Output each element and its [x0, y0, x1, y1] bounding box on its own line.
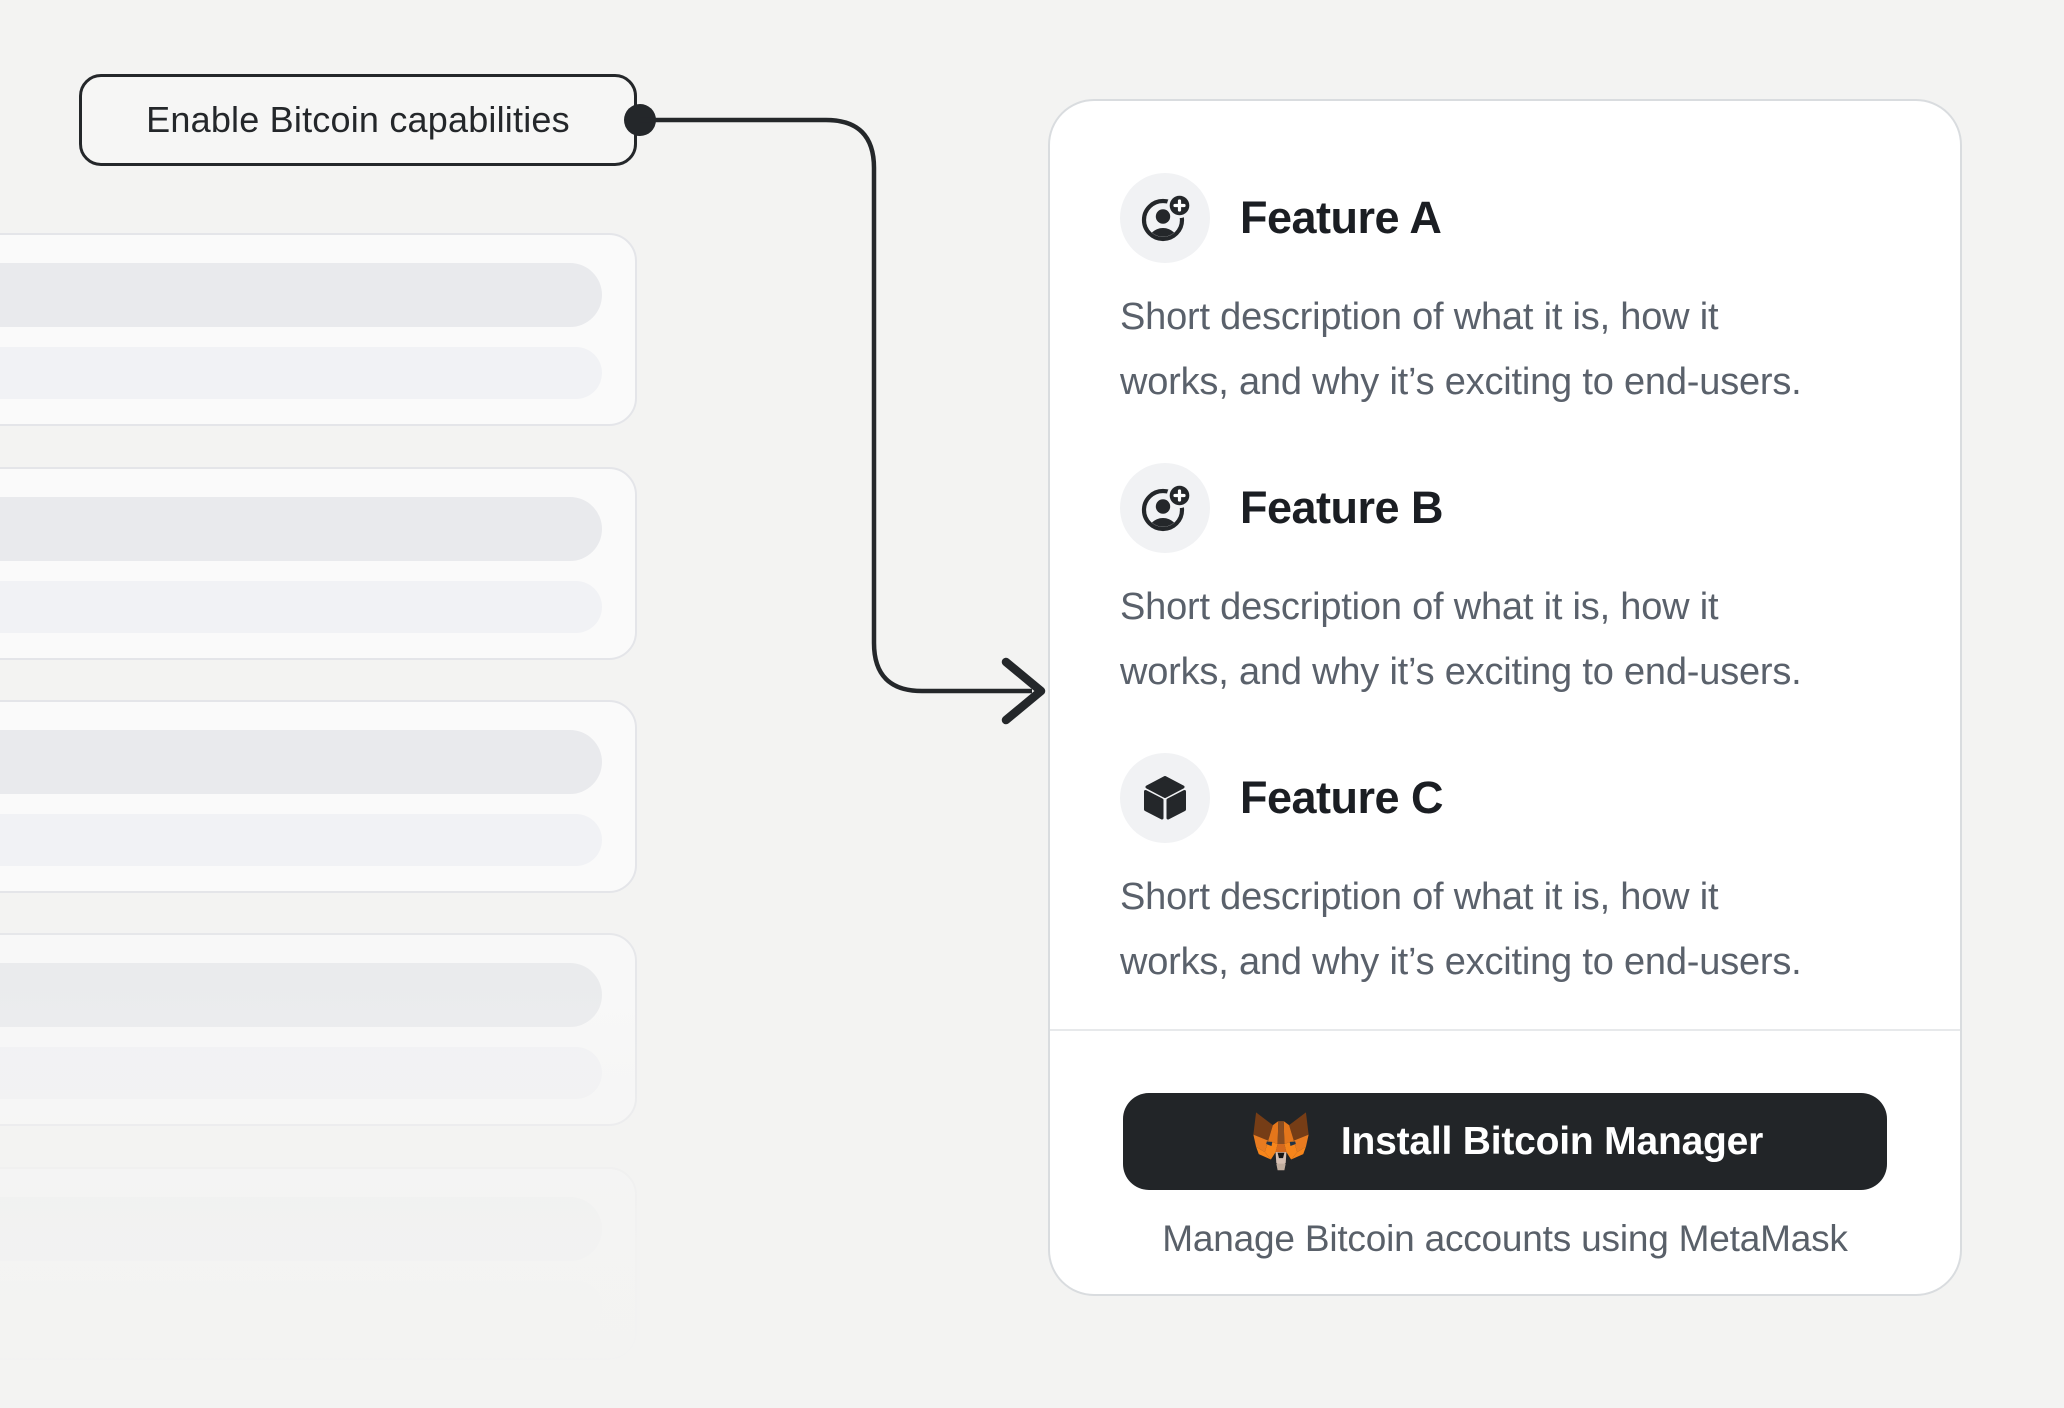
- card-footer: Install Bitcoin Manager Manage Bitcoin a…: [1050, 1031, 1960, 1294]
- feature-description: Short description of what it is, how it …: [1120, 876, 1802, 983]
- user-add-icon: [1120, 463, 1210, 553]
- skeleton-card: [0, 467, 637, 660]
- cube-icon: [1120, 753, 1210, 843]
- feature-description: Short description of what it is, how it …: [1120, 586, 1802, 693]
- skeleton-bar: [0, 814, 602, 866]
- feature-title: Feature A: [1240, 192, 1442, 243]
- install-bitcoin-manager-button[interactable]: Install Bitcoin Manager: [1123, 1093, 1887, 1190]
- skeleton-bar: [0, 730, 602, 794]
- card-divider: [1050, 1029, 1960, 1031]
- feature-card: Feature A Short description of what it i…: [1048, 99, 1962, 1296]
- feature-list: Feature A Short description of what it i…: [1120, 173, 1890, 1043]
- arrowhead-icon: [1001, 657, 1046, 725]
- metamask-fox-icon: [1247, 1111, 1315, 1173]
- feature-title: Feature C: [1240, 772, 1444, 823]
- feature-item-c: Feature C Short description of what it i…: [1120, 753, 1890, 995]
- feature-head: Feature B: [1120, 463, 1890, 553]
- feature-item-b: Feature B Short description of what it i…: [1120, 463, 1890, 705]
- feature-head: Feature A: [1120, 173, 1890, 263]
- skeleton-bar: [0, 963, 602, 1027]
- feature-head: Feature C: [1120, 753, 1890, 843]
- skeleton-bar: [0, 1047, 602, 1099]
- skeleton-bar: [0, 1281, 602, 1333]
- callout-label: Enable Bitcoin capabilities: [146, 99, 570, 140]
- connector-path: [640, 117, 1032, 694]
- skeleton-card: [0, 933, 637, 1126]
- skeleton-bar: [0, 347, 602, 399]
- skeleton-bar: [0, 581, 602, 633]
- skeleton-bar: [0, 1197, 602, 1261]
- skeleton-card: [0, 1167, 637, 1360]
- install-button-label: Install Bitcoin Manager: [1340, 1119, 1764, 1163]
- install-caption: Manage Bitcoin accounts using MetaMask: [1162, 1218, 1848, 1259]
- skeleton-bar: [0, 497, 602, 561]
- skeleton-card: [0, 700, 637, 893]
- user-add-icon: [1120, 173, 1210, 263]
- skeleton-card: [0, 233, 637, 426]
- feature-title: Feature B: [1240, 482, 1444, 533]
- feature-description: Short description of what it is, how it …: [1120, 296, 1802, 403]
- feature-item-a: Feature A Short description of what it i…: [1120, 173, 1890, 415]
- skeleton-bar: [0, 263, 602, 327]
- callout-enable-bitcoin: Enable Bitcoin capabilities: [79, 74, 637, 166]
